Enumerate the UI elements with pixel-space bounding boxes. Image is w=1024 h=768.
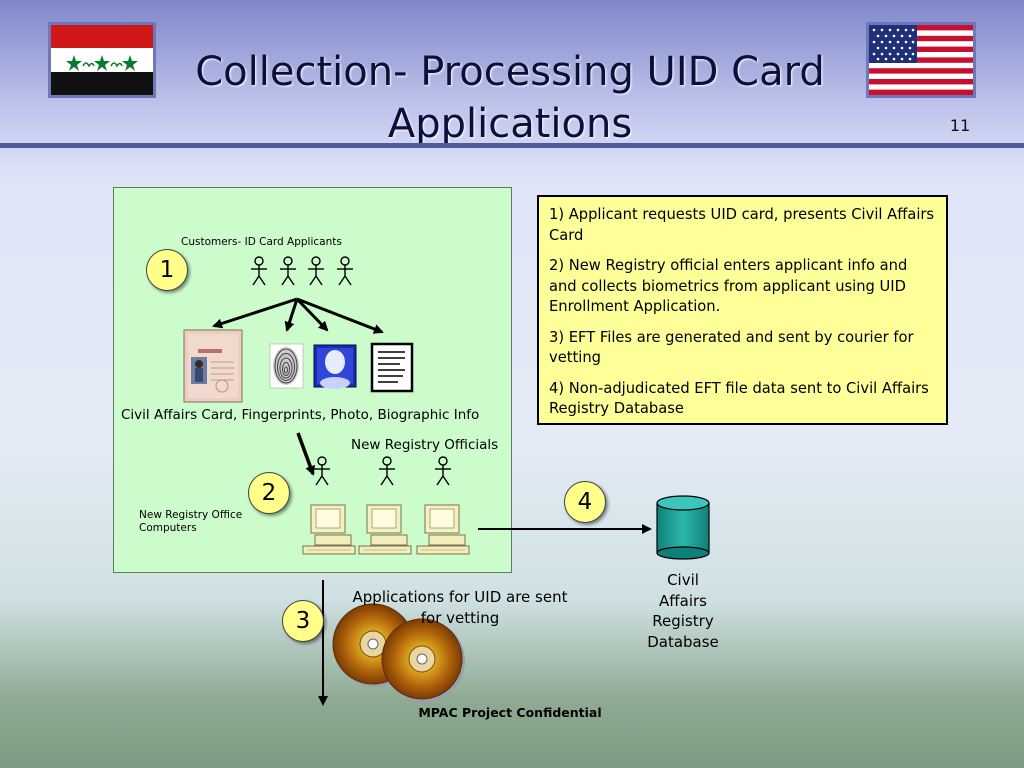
step-badge-3: 3: [282, 600, 324, 642]
biographic-document-icon: [370, 342, 414, 393]
customer-person-icon: [336, 256, 354, 286]
step-text-2: 2) New Registry official enters applican…: [549, 257, 908, 315]
official-person-icon: [313, 456, 331, 486]
database-cylinder-icon: [656, 495, 710, 560]
customers-label: Customers- ID Card Applicants: [181, 236, 342, 248]
computers-label-line1: New Registry Office: [139, 509, 243, 521]
computer-icon: [302, 504, 356, 555]
vetting-label-line1: Applications for UID are sent: [352, 588, 568, 606]
steps-info-box: 1) Applicant requests UID card, presents…: [537, 195, 948, 425]
computers-label-line2: Computers: [139, 522, 197, 534]
database-label-line: Civil: [667, 571, 699, 589]
photo-icon: [313, 344, 357, 389]
cd-disc-icon: [381, 618, 465, 702]
page-number: 11: [949, 116, 971, 135]
computers-label: New Registry Office Computers: [139, 509, 242, 535]
official-person-icon: [378, 456, 396, 486]
customer-person-icon: [250, 256, 268, 286]
slide-title-line2: Applications: [387, 101, 633, 147]
step-text-3: 3) EFT Files are generated and sent by c…: [549, 328, 914, 367]
database-label-line: Database: [647, 632, 719, 651]
vetting-label-line2: for vetting: [420, 608, 500, 627]
iraq-flag-icon: [48, 22, 156, 98]
step-text-1: 1) Applicant requests UID card, presents…: [549, 206, 935, 244]
id-card-icon: [183, 329, 243, 403]
computer-icon: [416, 504, 470, 555]
fingerprint-icon: [269, 343, 304, 389]
step-badge-1: 1: [146, 249, 188, 291]
fan-out-arrows: [212, 297, 384, 334]
customer-person-icon: [279, 256, 297, 286]
vetting-label: Applications for UID are sent for vettin…: [333, 587, 587, 628]
officials-label: New Registry Officials: [351, 437, 499, 453]
slide-title: Collection- Processing UID Card Applicat…: [60, 46, 960, 150]
step-badge-4: 4: [564, 481, 606, 523]
database-label-line: Registry: [652, 612, 714, 630]
step-text-4: 4) Non-adjudicated EFT file data sent to…: [549, 379, 929, 418]
computer-icon: [358, 504, 412, 555]
official-person-icon: [434, 456, 452, 486]
customer-person-icon: [307, 256, 325, 286]
database-label: Civil Affairs Registry Database: [630, 570, 736, 652]
database-label-line: Affairs: [659, 591, 707, 610]
title-divider: [0, 143, 1024, 148]
items-caption: Civil Affairs Card, Fingerprints, Photo,…: [121, 407, 480, 423]
collect-arrow: [296, 432, 315, 476]
slide-title-line1: Collection- Processing UID Card: [195, 49, 825, 95]
usa-flag-icon: [866, 22, 976, 98]
step-badge-2: 2: [248, 472, 290, 514]
footer-confidential: MPAC Project Confidential: [418, 705, 602, 720]
